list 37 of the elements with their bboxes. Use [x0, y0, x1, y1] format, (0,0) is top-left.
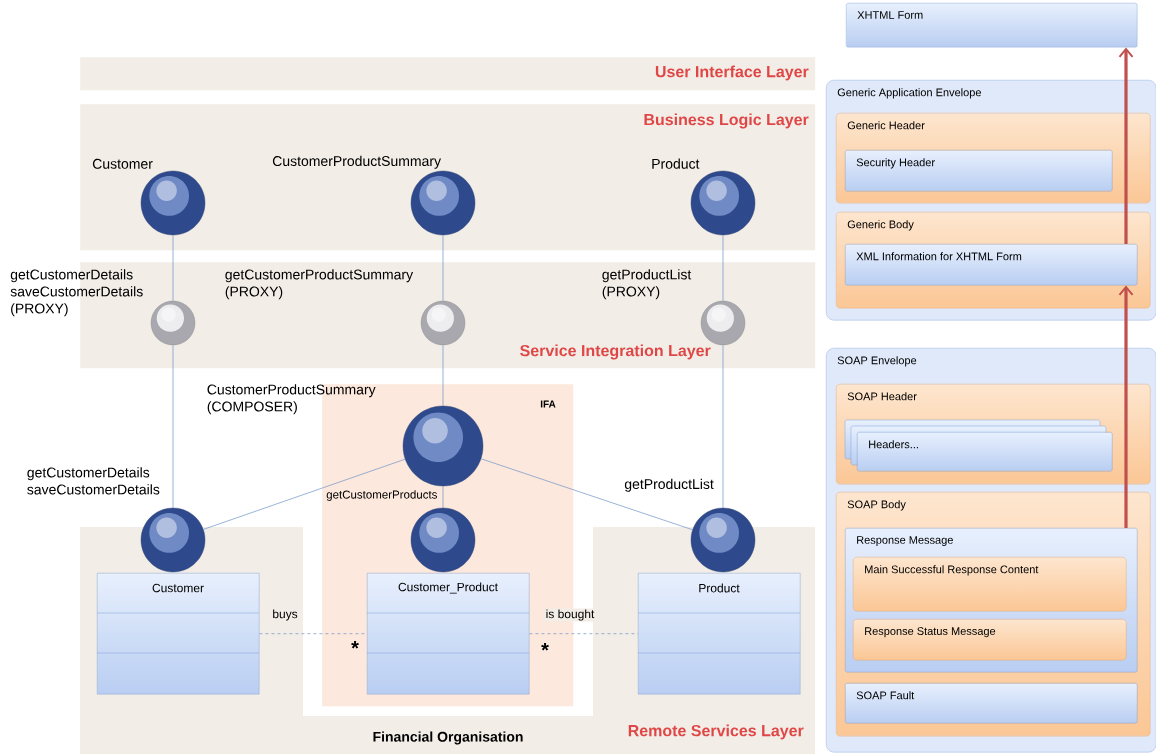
class-box: Customer_Product — [366, 573, 530, 695]
connector — [442, 485, 444, 509]
connector — [1118, 285, 1134, 528]
component-label: CustomerProductSummary (COMPOSER) — [207, 384, 376, 415]
connector — [480, 458, 693, 531]
section-box: Main Successful Response Content — [853, 557, 1127, 612]
connector — [1118, 47, 1134, 244]
component-label: getProductList (PROXY) — [602, 269, 692, 300]
multiplicity-label: * — [541, 643, 549, 651]
connector — [442, 344, 444, 407]
component-label: getProductList — [624, 478, 714, 492]
message-box: XML Information for XHTML Form — [845, 244, 1138, 286]
message-box: SOAP Fault — [845, 683, 1138, 724]
component-label: getCustomerProductSummary (PROXY) — [225, 269, 414, 300]
component-label: getCustomerDetails saveCustomerDetails — [27, 467, 160, 495]
connector — [722, 234, 724, 302]
component-label: getCustomerDetails saveCustomerDetails (PROXY) — [10, 269, 143, 317]
section-box: Response Status Message — [853, 619, 1127, 661]
header-stack: Headers... — [844, 419, 1113, 472]
connector — [442, 234, 444, 302]
edge-label: is bought — [544, 608, 596, 622]
component-label: CustomerProductSummary — [272, 155, 441, 169]
component-label: Product — [652, 158, 700, 169]
edge-label: buys — [271, 608, 299, 622]
connector — [529, 633, 639, 635]
component-label: getCustomerProducts — [326, 490, 437, 501]
multiplicity-label: * — [351, 641, 359, 649]
layer-band: User Interface Layer — [80, 57, 816, 91]
message-box: Security Header — [845, 150, 1113, 192]
connector — [203, 458, 406, 530]
connector — [722, 344, 724, 509]
connector — [172, 344, 174, 509]
message-box: XHTML Form — [846, 3, 1138, 48]
connector — [172, 234, 174, 302]
component-label: Customer — [92, 158, 153, 169]
class-box: Customer — [96, 573, 260, 695]
class-box: Product — [637, 573, 801, 695]
